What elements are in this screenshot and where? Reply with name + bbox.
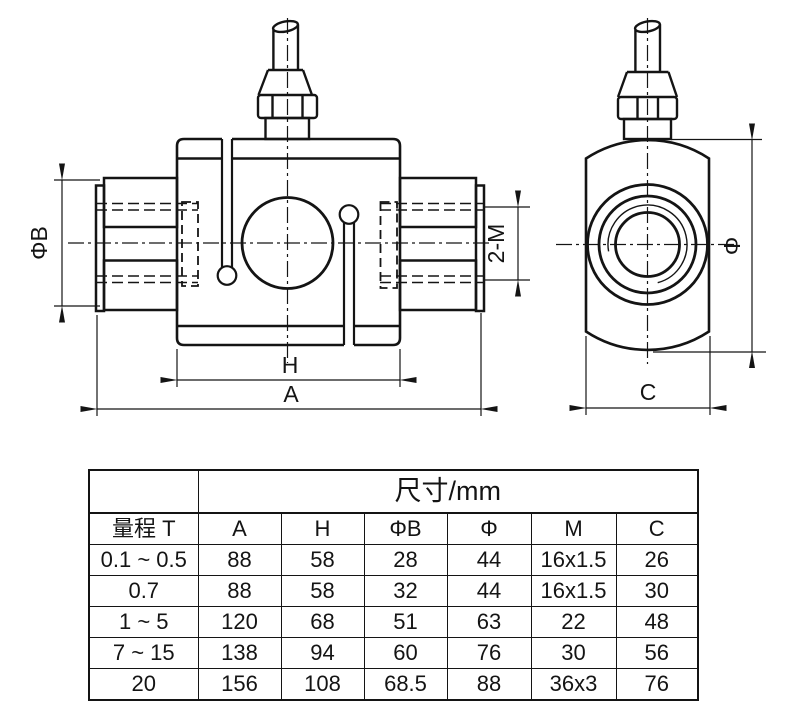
table-cell: 30 [615, 575, 699, 607]
table-cell: 44 [446, 575, 532, 607]
table-cell: 26 [615, 544, 699, 576]
dimension-phi-b [54, 163, 100, 323]
col-header-m: M [530, 512, 617, 545]
cable-connector-front [256, 19, 319, 141]
dim-label-two-m: 2-M [483, 224, 509, 264]
side-view: Φ C [556, 18, 766, 415]
center-lines-side [556, 18, 737, 364]
table-cell: 63 [446, 606, 532, 638]
dim-label-phi: Φ [719, 237, 745, 255]
dim-label-h: H [282, 352, 299, 378]
table-cell: 44 [446, 544, 532, 576]
table-column-header-row: 量程 T A H ΦB Φ M C [88, 512, 699, 545]
right-stud [398, 176, 486, 313]
table-cell: 16x1.5 [530, 544, 617, 576]
table-cell: 108 [280, 668, 365, 701]
table-cell: 20 [88, 668, 199, 701]
table-cell: 60 [363, 637, 448, 669]
table-cell: 22 [530, 606, 617, 638]
dim-label-phi-b: ΦB [26, 226, 52, 260]
table-cell: 58 [280, 575, 365, 607]
table-row: 20 156 108 68.5 88 36x3 76 [88, 668, 699, 701]
dim-label-a: A [283, 381, 299, 407]
thread-arc [607, 204, 688, 284]
table-cell: 76 [446, 637, 532, 669]
table-cell: 56 [615, 637, 699, 669]
table-row: 7 ~ 15 138 94 60 76 30 56 [88, 637, 699, 669]
hidden-thread-pockets [181, 201, 398, 289]
dimension-h [160, 349, 417, 387]
table-cell: 68 [280, 606, 365, 638]
table-cell: 120 [197, 606, 282, 638]
dimension-table: 尺寸/mm 量程 T A H ΦB Φ M C 0.1 ~ 0.5 88 58 … [88, 469, 699, 701]
col-header-h: H [280, 512, 365, 545]
table-cell: 88 [446, 668, 532, 701]
dim-label-c: C [640, 379, 657, 405]
range-header-cell: 量程 T [88, 512, 199, 545]
dimension-a [80, 313, 498, 416]
table-cell: 138 [197, 637, 282, 669]
dimension-c [569, 336, 727, 415]
table-row: 1 ~ 5 120 68 51 63 22 48 [88, 606, 699, 638]
table-cell: 32 [363, 575, 448, 607]
table-cell: 36x3 [530, 668, 617, 701]
table-cell: 7 ~ 15 [88, 637, 199, 669]
table-cell: 28 [363, 544, 448, 576]
table-cell: 156 [197, 668, 282, 701]
body-outline-side [584, 138, 711, 352]
table-cell: 94 [280, 637, 365, 669]
col-header-phi-b: ΦB [363, 512, 448, 545]
table-cell: 51 [363, 606, 448, 638]
table-cell: 1 ~ 5 [88, 606, 199, 638]
col-header-phi: Φ [446, 512, 532, 545]
table-cell: 48 [615, 606, 699, 638]
table-cell: 68.5 [363, 668, 448, 701]
table-cell: 88 [197, 544, 282, 576]
right-slot [338, 204, 360, 345]
table-cell: 88 [197, 575, 282, 607]
table-cell: 58 [280, 544, 365, 576]
table-cell: 16x1.5 [530, 575, 617, 607]
table-cell: 76 [615, 668, 699, 701]
thread-lines [96, 202, 484, 284]
table-title-row: 尺寸/mm [88, 469, 699, 514]
front-view: ΦB 2-M H A [26, 18, 530, 416]
table-row: 0.1 ~ 0.5 88 58 28 44 16x1.5 26 [88, 544, 699, 576]
dimension-two-m [484, 190, 530, 297]
col-header-a: A [197, 512, 282, 545]
col-header-c: C [615, 512, 699, 545]
left-stud [94, 176, 179, 313]
size-unit-header: 尺寸/mm [197, 469, 699, 514]
empty-header-cell [88, 469, 199, 514]
connector-cone [257, 69, 314, 96]
left-slot [216, 139, 238, 286]
table-cell: 30 [530, 637, 617, 669]
body-outline-front [175, 137, 402, 347]
table-cell: 0.7 [88, 575, 199, 607]
center-lines-front [68, 18, 492, 363]
table-cell: 0.1 ~ 0.5 [88, 544, 199, 576]
table-row: 0.7 88 58 32 44 16x1.5 30 [88, 575, 699, 607]
